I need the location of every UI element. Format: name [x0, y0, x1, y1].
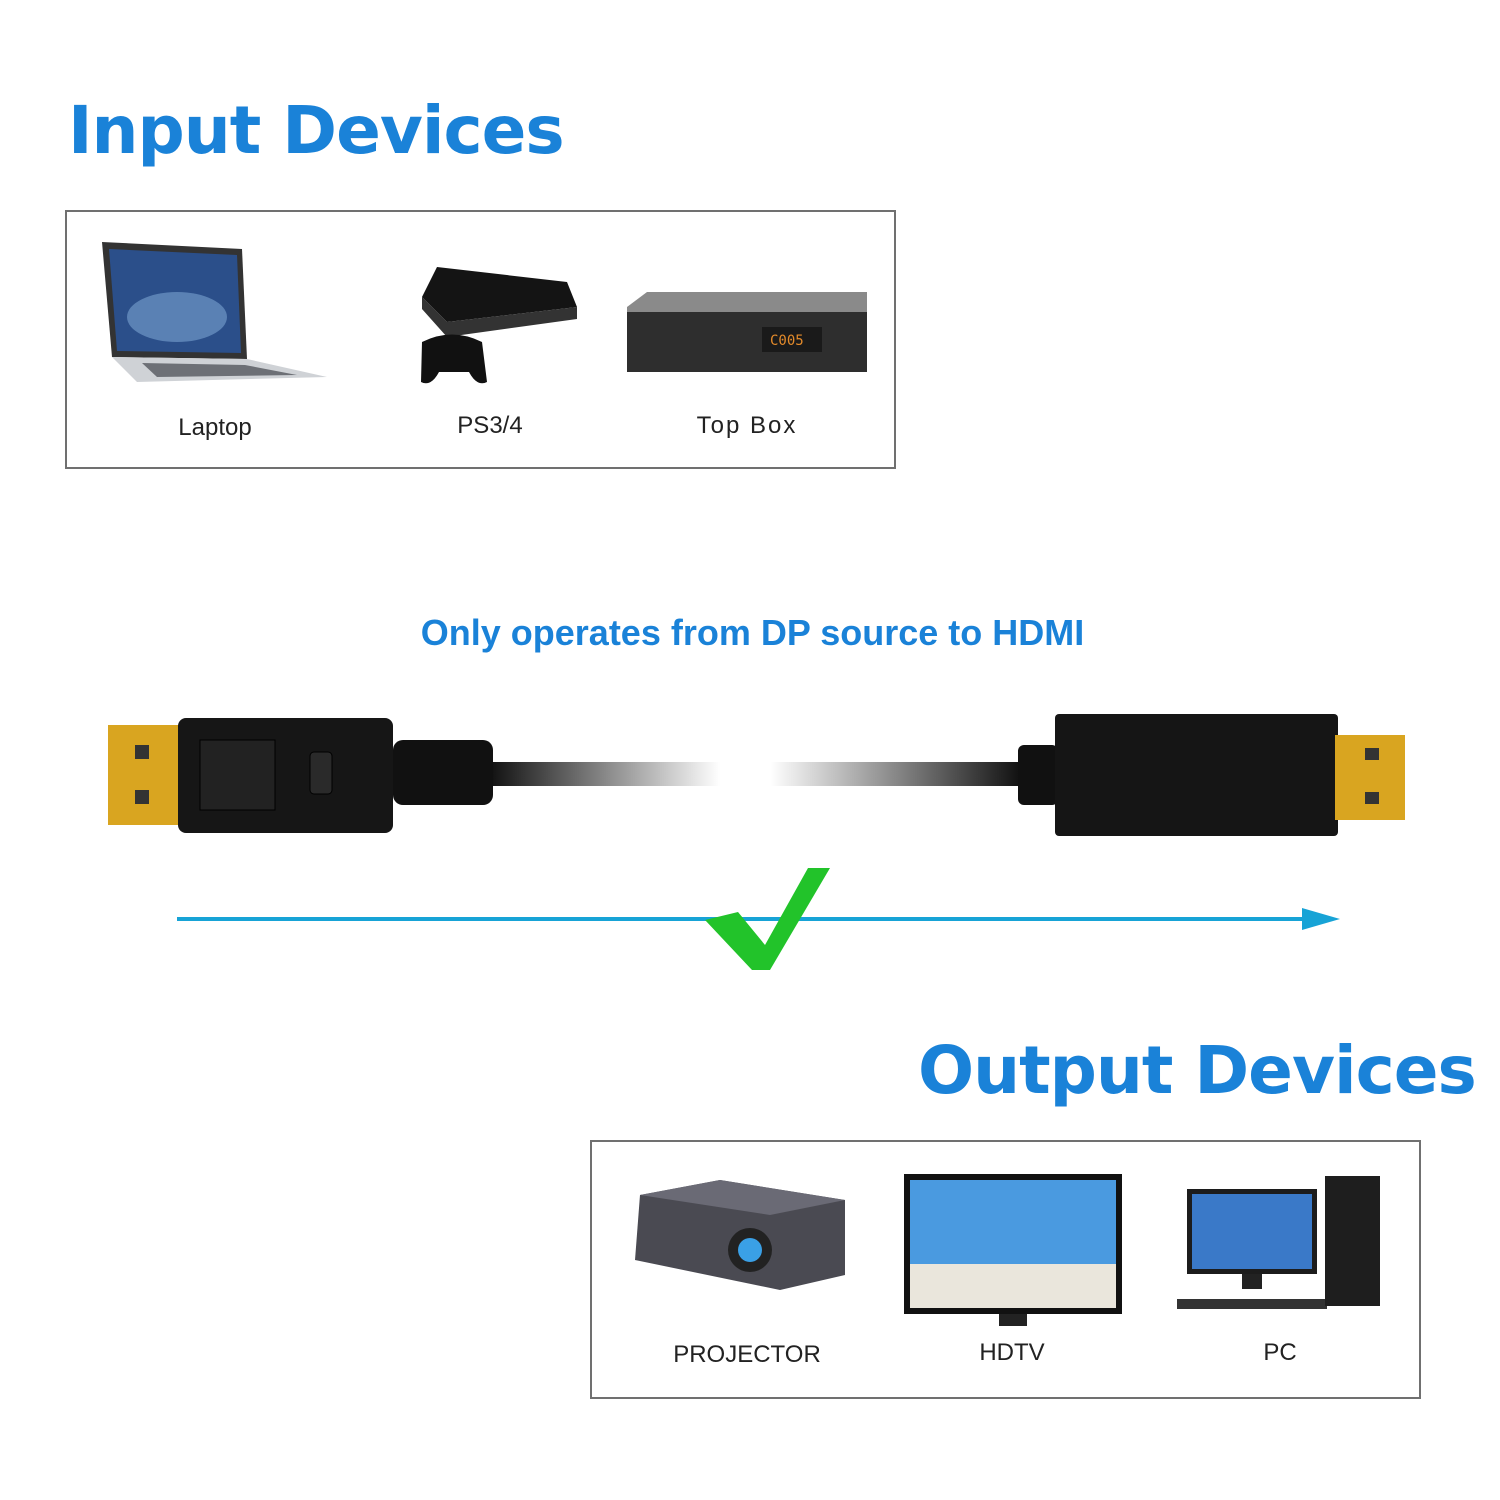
device-label-pc: PC	[1263, 1339, 1297, 1366]
desktop-pc-icon	[1177, 1176, 1380, 1309]
checkmark-icon	[705, 868, 830, 970]
projector-icon	[635, 1180, 845, 1290]
device-label-hdtv: HDTV	[979, 1339, 1045, 1366]
box-display-text: C005	[770, 333, 804, 349]
arrow-head-icon	[1302, 908, 1340, 930]
device-label-laptop: Laptop	[178, 414, 252, 441]
device-label-topbox: Top Box	[696, 412, 798, 439]
set-top-box-icon: C005	[627, 292, 867, 372]
input-devices-box: C005 Laptop PS3/4 Top Box	[65, 210, 896, 469]
laptop-icon	[102, 242, 327, 382]
dp-to-hdmi-cable	[108, 714, 1405, 970]
direction-note: Only operates from DP source to HDMI	[420, 612, 1085, 653]
output-devices-title: Output Devices	[918, 1032, 1477, 1109]
displayport-connector	[108, 718, 493, 833]
output-devices-box: PROJECTOR HDTV PC	[590, 1140, 1421, 1399]
game-console-icon	[421, 267, 577, 384]
tv-icon	[904, 1174, 1122, 1326]
device-label-ps: PS3/4	[457, 412, 523, 439]
device-label-projector: PROJECTOR	[673, 1341, 821, 1368]
input-devices-title: Input Devices	[68, 92, 565, 169]
hdmi-connector	[1018, 714, 1405, 836]
